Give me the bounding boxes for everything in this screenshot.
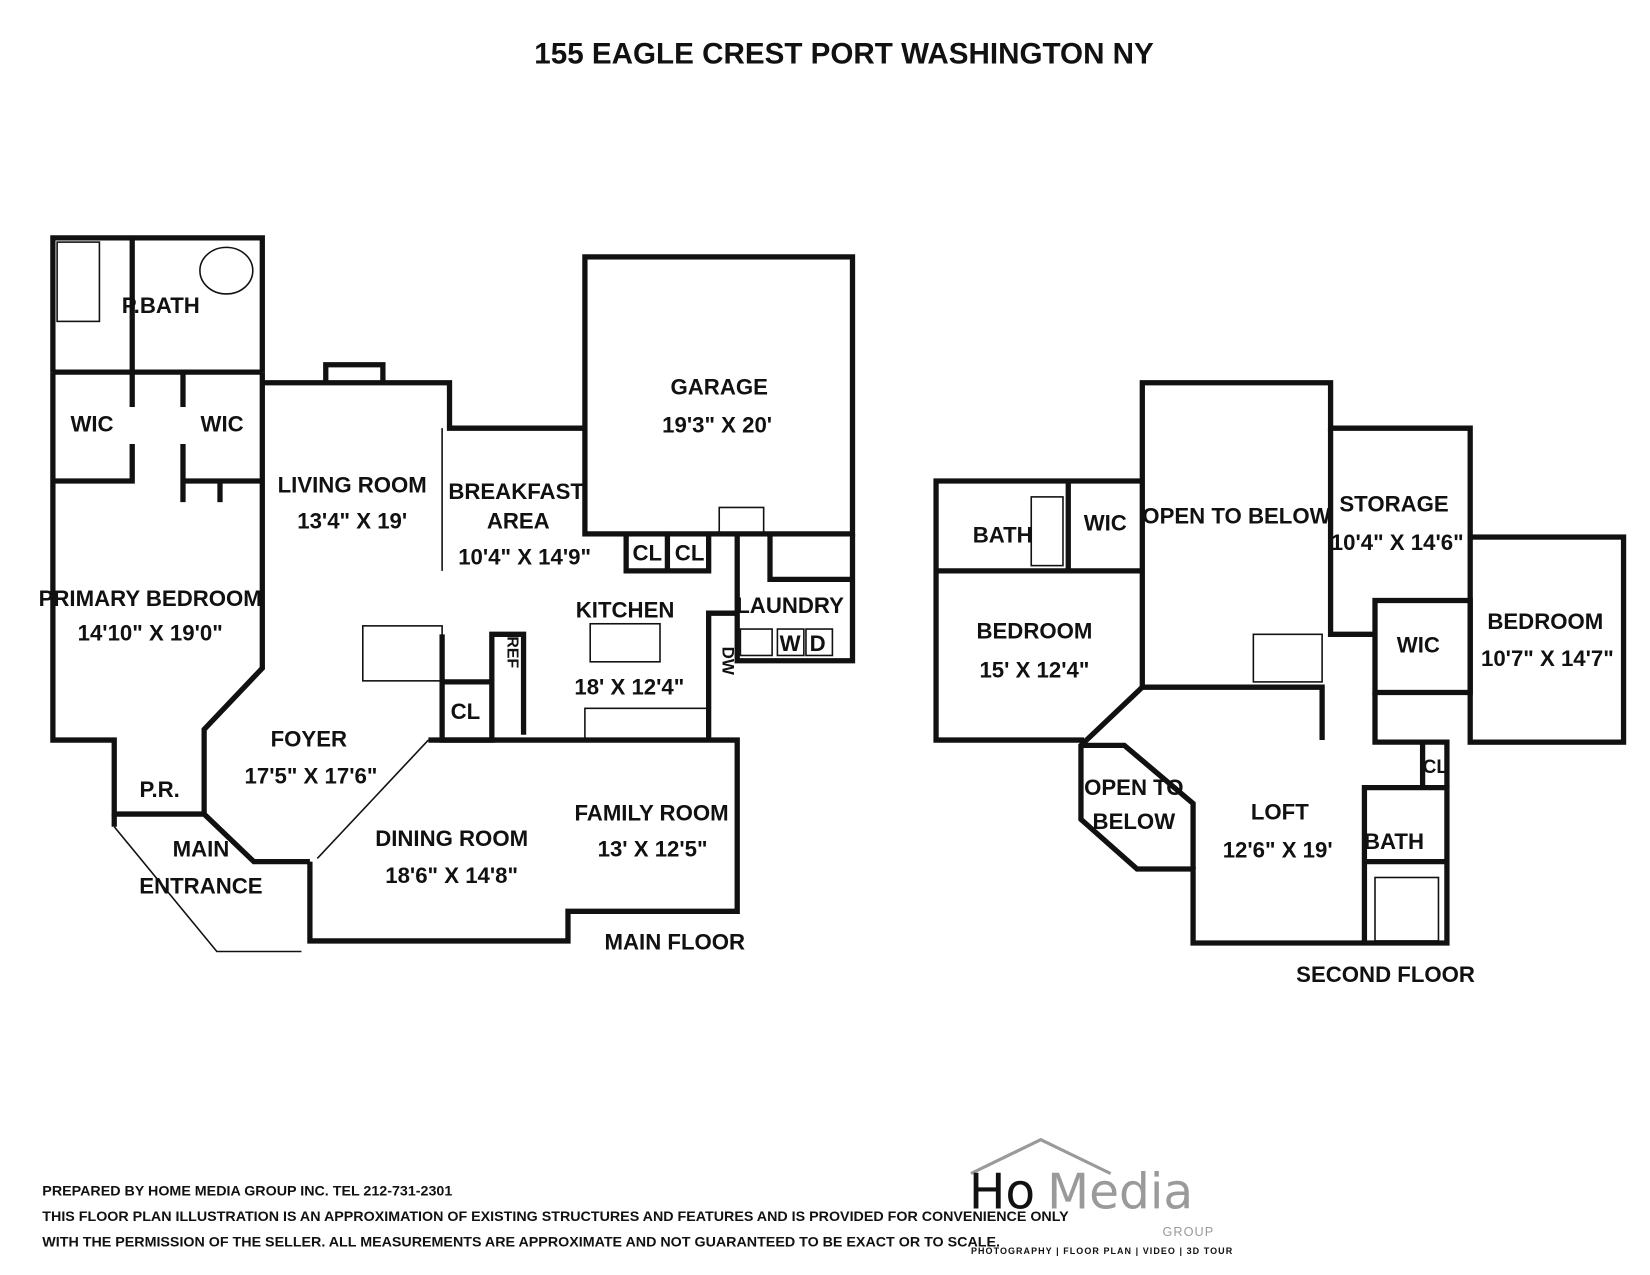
logo-text-media: Media	[1047, 1164, 1193, 1220]
floor-label: SECOND FLOOR	[1296, 962, 1475, 987]
prepared-by: PREPARED BY HOME MEDIA GROUP INC. TEL 21…	[42, 1184, 452, 1200]
room-label: WIC	[1084, 511, 1127, 536]
room-dimensions: 10'7" X 14'7"	[1481, 646, 1614, 671]
room-label: CL	[451, 699, 481, 724]
room-label: BEDROOM	[976, 619, 1092, 644]
footer: PREPARED BY HOME MEDIA GROUP INC. TEL 21…	[42, 1184, 1069, 1251]
room-label: LOFT	[1251, 799, 1309, 824]
room-label: ENTRANCE	[139, 873, 262, 898]
second-floor-labels: BATH WIC BEDROOM 15' X 12'4" OPEN TO BEL…	[973, 492, 1614, 987]
room-dimensions: 15' X 12'4"	[979, 658, 1089, 683]
dishwasher-label: DW	[718, 647, 737, 675]
room-label: GARAGE	[671, 374, 768, 399]
room-label: BATH	[1364, 829, 1424, 854]
room-label: CL	[633, 540, 663, 565]
room-label: FOYER	[271, 726, 347, 751]
room-label: WIC	[201, 411, 244, 436]
room-dimensions: 12'6" X 19'	[1223, 837, 1333, 862]
logo-tagline: PHOTOGRAPHY | FLOOR PLAN | VIDEO | 3D TO…	[971, 1246, 1233, 1256]
room-dimensions: 10'4" X 14'6"	[1331, 530, 1464, 555]
room-label: LIVING ROOM	[278, 473, 427, 498]
disclaimer-line: WITH THE PERMISSION OF THE SELLER. ALL M…	[42, 1234, 1000, 1250]
room-label: BEDROOM	[1487, 609, 1603, 634]
room-dimensions: 18' X 12'4"	[574, 675, 684, 700]
room-label: MAIN	[173, 836, 230, 861]
washer-label: W	[780, 631, 801, 656]
disclaimer-line: THIS FLOOR PLAN ILLUSTRATION IS AN APPRO…	[42, 1209, 1069, 1225]
room-label: BATH	[973, 522, 1033, 547]
room-label: DINING ROOM	[375, 826, 528, 851]
room-label: OPEN TO BELOW	[1142, 503, 1330, 528]
room-dimensions: 14'10" X 19'0"	[78, 621, 223, 646]
main-floor-walls	[50, 235, 856, 953]
room-label: BREAKFAST	[448, 479, 584, 504]
refrigerator-label: REF	[504, 636, 521, 668]
room-label: P.R.	[140, 777, 180, 802]
room-dimensions: 10'4" X 14'9"	[458, 545, 591, 570]
room-dimensions: 19'3" X 20'	[662, 412, 772, 437]
room-dimensions: 13' X 12'5"	[598, 836, 708, 861]
room-label: PRIMARY BEDROOM	[39, 586, 262, 611]
room-label: LAUNDRY	[736, 593, 844, 618]
logo-group: GROUP	[1162, 1225, 1214, 1239]
room-label: STORAGE	[1339, 492, 1448, 517]
room-label: WIC	[1397, 632, 1440, 657]
plan-title: 155 EAGLE CREST PORT WASHINGTON NY	[534, 37, 1154, 70]
room-dimensions: 17'5" X 17'6"	[245, 763, 378, 788]
room-label: KITCHEN	[576, 597, 675, 622]
room-label: FAMILY ROOM	[574, 800, 728, 825]
room-dimensions: 13'4" X 19'	[297, 509, 407, 534]
main-floor-labels: P.BATH WIC WIC PRIMARY BEDROOM 14'10" X …	[39, 293, 845, 954]
room-label: CL	[1423, 757, 1449, 778]
homedia-logo: Ho Media GROUP PHOTOGRAPHY | FLOOR PLAN …	[969, 1137, 1233, 1256]
second-floor-walls	[933, 380, 1627, 946]
room-dimensions: 18'6" X 14'8"	[385, 863, 518, 888]
room-label: CL	[675, 540, 705, 565]
floor-label: MAIN FLOOR	[605, 929, 746, 954]
room-label: BELOW	[1093, 809, 1176, 834]
dryer-label: D	[810, 631, 826, 656]
room-label: OPEN TO	[1084, 775, 1183, 800]
room-label: AREA	[487, 509, 550, 534]
room-label: P.BATH	[122, 293, 200, 318]
logo-text-ho: Ho	[969, 1164, 1035, 1220]
room-label: WIC	[70, 411, 113, 436]
house-roof-icon	[970, 1137, 1112, 1175]
